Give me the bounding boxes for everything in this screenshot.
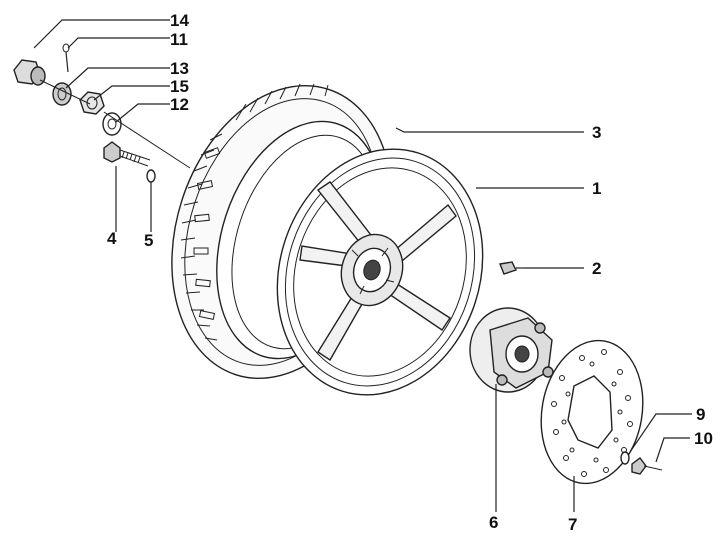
callout-15: 15 [170, 77, 189, 96]
callout-6: 6 [489, 513, 498, 532]
bolt [103, 141, 151, 167]
disc-screw [631, 457, 663, 475]
disc-washer [620, 451, 630, 465]
disc-adapter [469, 307, 554, 393]
callout-9: 9 [696, 405, 705, 424]
callout-10: 10 [694, 429, 713, 448]
callout-14: 14 [170, 11, 189, 30]
brake-disc [540, 339, 644, 485]
callout-3: 3 [592, 123, 601, 142]
callout-7: 7 [568, 515, 577, 534]
callout-1: 1 [592, 179, 601, 198]
callout-5: 5 [144, 231, 153, 250]
small-washer [146, 169, 156, 183]
tyre-tread [180, 83, 329, 341]
callout-11: 11 [170, 30, 188, 49]
wheel-rim [276, 148, 484, 396]
callout-4: 4 [107, 229, 117, 248]
cotter-pin [62, 43, 70, 73]
axle-nut [13, 59, 46, 86]
washer [102, 112, 122, 136]
callout-2: 2 [592, 259, 601, 278]
callout-12: 12 [170, 95, 189, 114]
callout-13: 13 [170, 59, 189, 78]
valve [499, 261, 524, 275]
callout-labels: 14 11 13 15 12 3 1 4 5 2 9 10 6 7 [107, 11, 713, 534]
leader-lines [33, 19, 692, 512]
